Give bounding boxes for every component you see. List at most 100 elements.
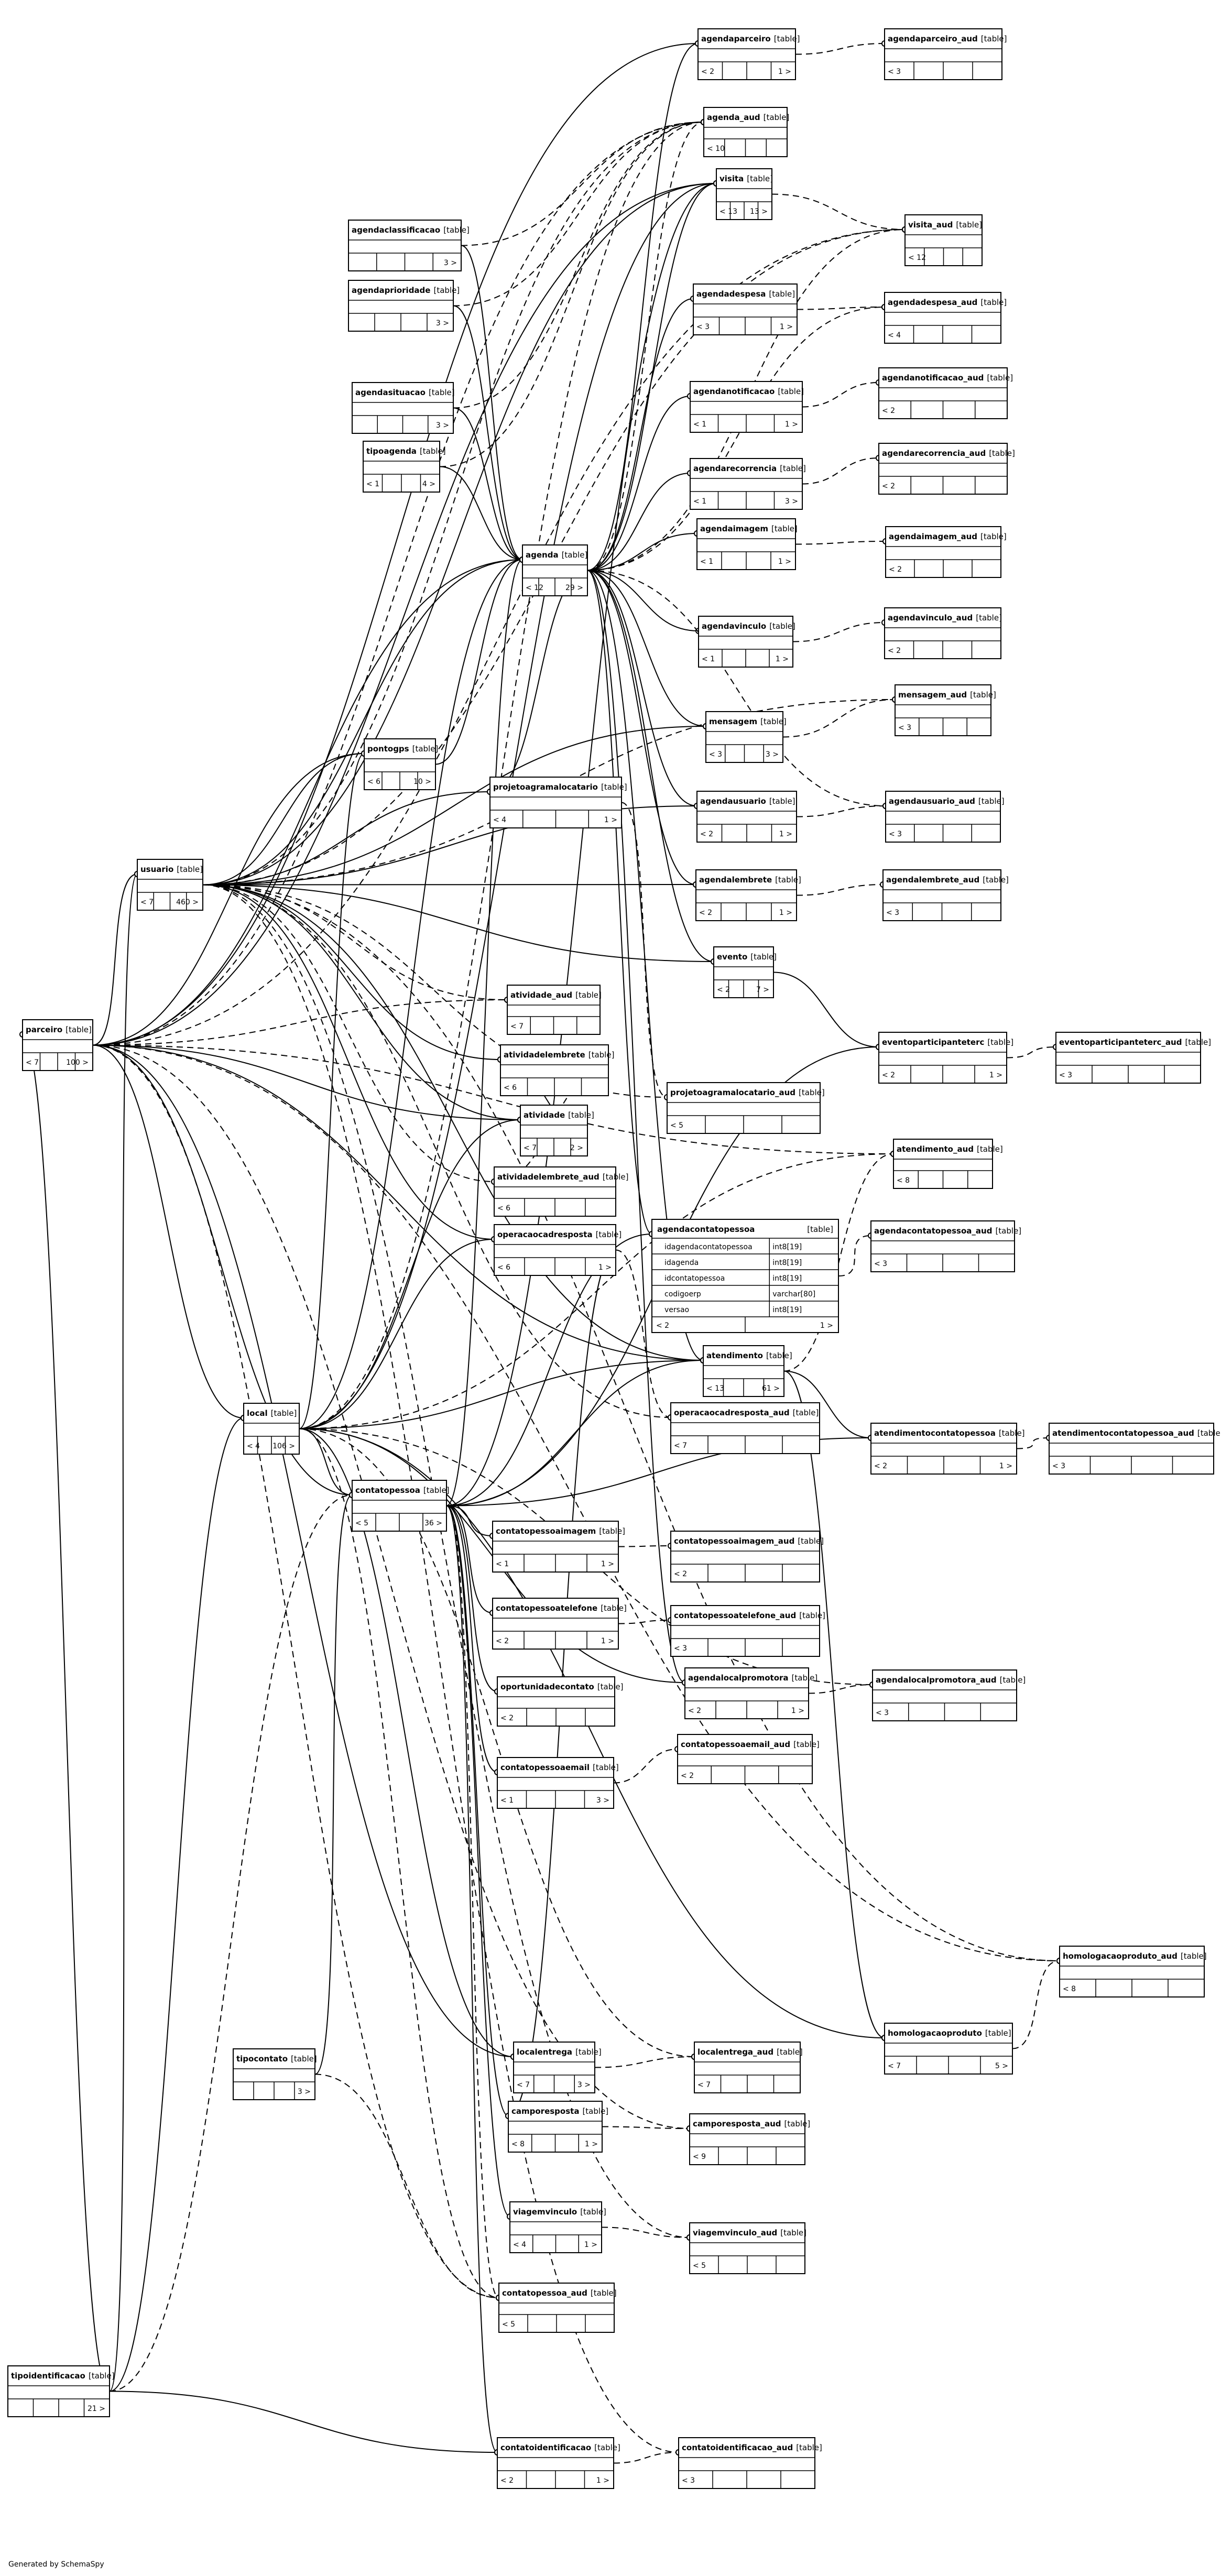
table-camporesposta_aud[interactable]: camporesposta_aud[table]< 9 bbox=[689, 2113, 810, 2165]
table-name: atividadelembrete[table] bbox=[504, 1050, 614, 1060]
table-name: contatopessoaimagem[table] bbox=[496, 1526, 625, 1536]
table-localentrega_aud[interactable]: localentrega_aud[table]< 7 bbox=[694, 2042, 803, 2093]
table-agendacontatopessoa[interactable]: agendacontatopessoa[table]idagendacontat… bbox=[651, 1219, 839, 1333]
table-name: localentrega_aud[table] bbox=[697, 2047, 803, 2057]
table-agenda_aud[interactable]: agenda_aud[table]< 10 bbox=[703, 107, 789, 157]
table-frame bbox=[497, 2437, 614, 2489]
table-atividade_aud[interactable]: atividade_aud[table]< 7 bbox=[507, 985, 602, 1035]
table-tipoidentificacao[interactable]: tipoidentificacao[table]21 > bbox=[7, 2365, 115, 2417]
table-name: agendalembrete[table] bbox=[699, 875, 801, 885]
table-agendalembrete_aud[interactable]: agendalembrete_aud[table]< 3 bbox=[882, 869, 1009, 921]
table-mensagem_aud[interactable]: mensagem_aud[table]< 3 bbox=[895, 684, 996, 736]
table-name: atendimento_aud[table] bbox=[897, 1144, 1003, 1154]
table-agendasituacao[interactable]: agendasituacao[table]3 > bbox=[352, 382, 455, 434]
table-name: mensagem_aud[table] bbox=[898, 690, 996, 700]
table-agendaclassificacao[interactable]: agendaclassificacao[table]3 > bbox=[348, 220, 470, 271]
table-atendimentocontatopessoa_aud[interactable]: atendimentocontatopessoa_aud[table]< 3 bbox=[1049, 1423, 1221, 1475]
table-name: operacaocadresposta[table] bbox=[497, 1230, 622, 1239]
table-agendacontatopessoa_aud[interactable]: agendacontatopessoa_aud[table]< 3 bbox=[870, 1220, 1021, 1272]
parents-count: < 8 bbox=[1063, 1985, 1076, 1993]
parents-count: < 10 bbox=[707, 145, 725, 153]
table-name: tipoidentificacao[table] bbox=[11, 2371, 115, 2381]
table-viagemvinculo_aud[interactable]: viagemvinculo_aud[table]< 5 bbox=[689, 2222, 806, 2274]
table-eventoparticipanteterc_aud[interactable]: eventoparticipanteterc_aud[table]< 3 bbox=[1055, 1032, 1211, 1084]
table-name: homologacaoproduto_aud[table] bbox=[1063, 1951, 1207, 1961]
table-atividadelembrete[interactable]: atividadelembrete[table]< 6 bbox=[500, 1044, 614, 1096]
parents-count: < 2 bbox=[496, 1637, 509, 1645]
table-agendavinculo_aud[interactable]: agendavinculo_aud[table]< 2 bbox=[884, 607, 1002, 659]
parents-count: < 5 bbox=[502, 2320, 515, 2329]
column-name: idcontatopessoa bbox=[664, 1274, 725, 1283]
relationship-agenda-to-agenda_aud bbox=[587, 122, 704, 571]
children-count: 106 > bbox=[272, 1442, 295, 1450]
table-oportunidadecontato[interactable]: oportunidadecontato[table]< 2 bbox=[497, 1676, 624, 1727]
table-name: contatopessoaimagem_aud[table] bbox=[674, 1536, 824, 1546]
table-homologacaoproduto_aud[interactable]: homologacaoproduto_aud[table] < 8 bbox=[1059, 1946, 1207, 1998]
children-count: 4 > bbox=[422, 480, 435, 488]
table-agendadespesa_aud[interactable]: agendadespesa_aud[table]< 4 bbox=[884, 292, 1007, 344]
table-agendanotificacao_aud[interactable]: agendanotificacao_aud[table]< 2 bbox=[878, 367, 1013, 419]
relationship-lines bbox=[19, 40, 1063, 2464]
parents-count: < 2 bbox=[700, 830, 713, 838]
table-agendausuario_aud[interactable]: agendausuario_aud[table]< 3 bbox=[885, 791, 1005, 843]
table-projetoagramalocatario_aud[interactable]: projetoagramalocatario_aud[table]< 5 bbox=[667, 1082, 825, 1134]
parents-count: < 7 bbox=[524, 1144, 537, 1152]
table-atividadelembrete_aud[interactable]: atividadelembrete_aud[table]< 6 bbox=[494, 1166, 628, 1217]
table-agendarecorrencia_aud[interactable]: agendarecorrencia_aud[table]< 2 bbox=[878, 443, 1015, 495]
table-contatopessoa_aud[interactable]: contatopessoa_aud[table]< 5 bbox=[498, 2283, 617, 2333]
relationship-parceiro-to-pontogps bbox=[92, 753, 365, 1046]
relationship-local-to-localentrega bbox=[299, 1428, 514, 2057]
table-visita_aud[interactable]: visita_aud[table]< 12 bbox=[904, 214, 983, 266]
table-operacaocadresposta_aud[interactable]: operacaocadresposta_aud[table]< 7 bbox=[670, 1402, 820, 1454]
table-tipocontato[interactable]: tipocontato[table]3 > bbox=[233, 2048, 317, 2100]
table-contatopessoaimagem_aud[interactable]: contatopessoaimagem_aud[table]< 2 bbox=[670, 1531, 824, 1582]
column-name: idagendacontatopessoa bbox=[664, 1243, 753, 1251]
table-agendaprioridade[interactable]: agendaprioridade[table]3 > bbox=[348, 280, 460, 332]
table-contatopessoaemail_aud[interactable]: contatopessoaemail_aud[table]< 2 bbox=[677, 1734, 820, 1784]
table-name: homologacaoproduto[table] bbox=[888, 2028, 1011, 2038]
table-agendaparceiro_aud[interactable]: agendaparceiro_aud[table]< 3 bbox=[884, 28, 1007, 80]
table-name: local[table] bbox=[247, 1409, 297, 1418]
column-type: int8[19] bbox=[772, 1274, 802, 1283]
table-atendimento_aud[interactable]: atendimento_aud[table]< 8 bbox=[893, 1139, 1003, 1189]
table-contatopessoatelefone_aud[interactable]: contatopessoatelefone_aud[table]< 3 bbox=[670, 1605, 825, 1657]
table-agendaimagem_aud[interactable]: agendaimagem_aud[table]< 2 bbox=[885, 526, 1007, 578]
table-agendalocalpromotora_aud[interactable]: agendalocalpromotora_aud[table]< 3 bbox=[872, 1669, 1026, 1721]
children-count: 3 > bbox=[596, 1796, 609, 1805]
table-contatoidentificacao_aud[interactable]: contatoidentificacao_aud[table]< 3 bbox=[678, 2437, 822, 2489]
table-name: agendaimagem[table] bbox=[700, 524, 798, 533]
